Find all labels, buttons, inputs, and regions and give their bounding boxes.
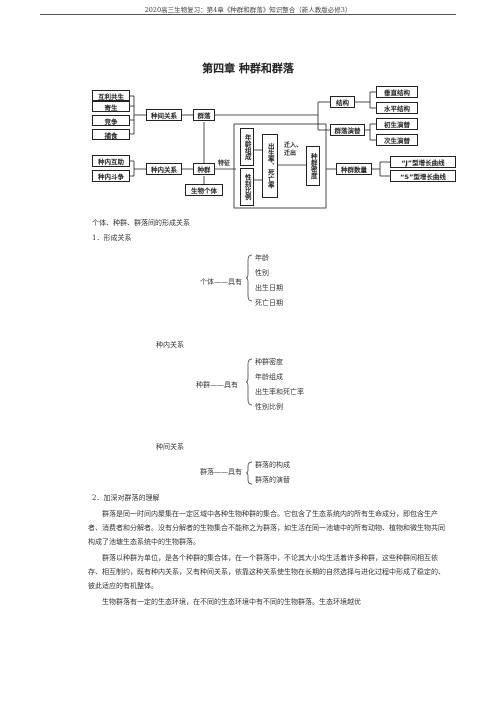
header-rule: [40, 14, 456, 15]
interspecific-relation-box: 种间关系: [146, 109, 182, 121]
population-box: 种群: [193, 163, 215, 175]
secondary-succession-box: 次生演替: [376, 134, 418, 146]
migration-label: 迁入、迁出: [284, 142, 303, 157]
paragraph: 群落是同一时间内聚集在一定区域中各种生物种群的集合。它包含了生态系统内的所有生命…: [88, 510, 445, 546]
interspecific-label: 种间关系: [156, 443, 184, 451]
tree2-item: 出生率和死亡率: [255, 388, 304, 396]
primary-succession-box: 初生演替: [376, 118, 418, 130]
section-intro: 个体、种群、群落间的形成关系: [92, 219, 190, 227]
tree3-head: 群落——具有: [200, 468, 242, 476]
organism-box: 生物个体: [185, 184, 223, 196]
population-size-box: 种群数量: [336, 163, 372, 175]
tree2-brace: [246, 358, 253, 406]
succession-box: 群落演替: [330, 124, 365, 136]
intraspecific-relation-box: 种内关系: [146, 163, 182, 175]
tree2-item: 性别比例: [255, 403, 283, 411]
paragraph: 群落以种群为单位，是各个种群的集合体，在一个群落中，不论其大小均生活着许多种群，…: [88, 554, 445, 590]
page-header: 2020高三生物复习：第4章《种群和群落》知识整合（新人教版必修3）: [144, 6, 352, 14]
tree1-item: 死亡日期: [255, 299, 283, 307]
tree1-head: 个体——具有: [200, 278, 242, 286]
vertical-structure-box: 垂直结构: [376, 86, 418, 98]
feature-label: 特征: [218, 160, 231, 167]
predation-box: 捕食: [92, 129, 130, 140]
body-paragraphs: 群落是同一时间内聚集在一定区域中各种生物种群的集合。它包含了生态系统内的所有生命…: [88, 507, 448, 609]
intraspecific-label: 种内关系: [156, 341, 184, 349]
tree1-item: 出生日期: [255, 284, 283, 292]
intraspecific-struggle-box: 种内斗争: [92, 170, 130, 182]
s-curve-box: “S”型增长曲线: [390, 170, 456, 182]
population-density-box: 种群密度: [306, 146, 320, 186]
tree1-item: 性别: [255, 269, 269, 277]
community-box: 群落: [193, 109, 215, 121]
paragraph: 生物群落有一定的生态环境，在不同的生态环境中有不同的生物群落。生态环境越优: [102, 598, 361, 606]
tree1-brace: [246, 254, 253, 302]
mutualism-box: 互利共生: [92, 90, 130, 101]
point-2-heading: 2．加深对群落的理解: [92, 494, 160, 502]
tree2-item: 年龄组成: [255, 373, 283, 381]
age-structure-box: 年龄组成: [240, 128, 254, 166]
intraspecific-aid-box: 种内互助: [92, 155, 130, 167]
point-1-heading: 1．形成关系: [92, 234, 132, 242]
tree3-item: 群落的演替: [255, 476, 290, 484]
j-curve-box: “J”型增长曲线: [390, 156, 456, 168]
tree2-head: 种群——具有: [196, 381, 238, 389]
tree3-item: 群落的构成: [255, 461, 290, 469]
competition-box: 竞争: [92, 115, 130, 126]
sex-ratio-box: 性别比例: [240, 168, 254, 206]
structure-box: 结构: [330, 96, 355, 108]
birth-death-rate-box: 出生率、死亡率: [262, 134, 278, 198]
tree3-brace: [246, 461, 253, 485]
tree1-item: 年龄: [255, 254, 269, 262]
tree2-item: 种群密度: [255, 358, 283, 366]
chapter-title: 第四章 种群和群落: [202, 62, 294, 75]
parasitism-box: 寄生: [92, 101, 130, 112]
horizontal-structure-box: 水平结构: [376, 102, 418, 114]
